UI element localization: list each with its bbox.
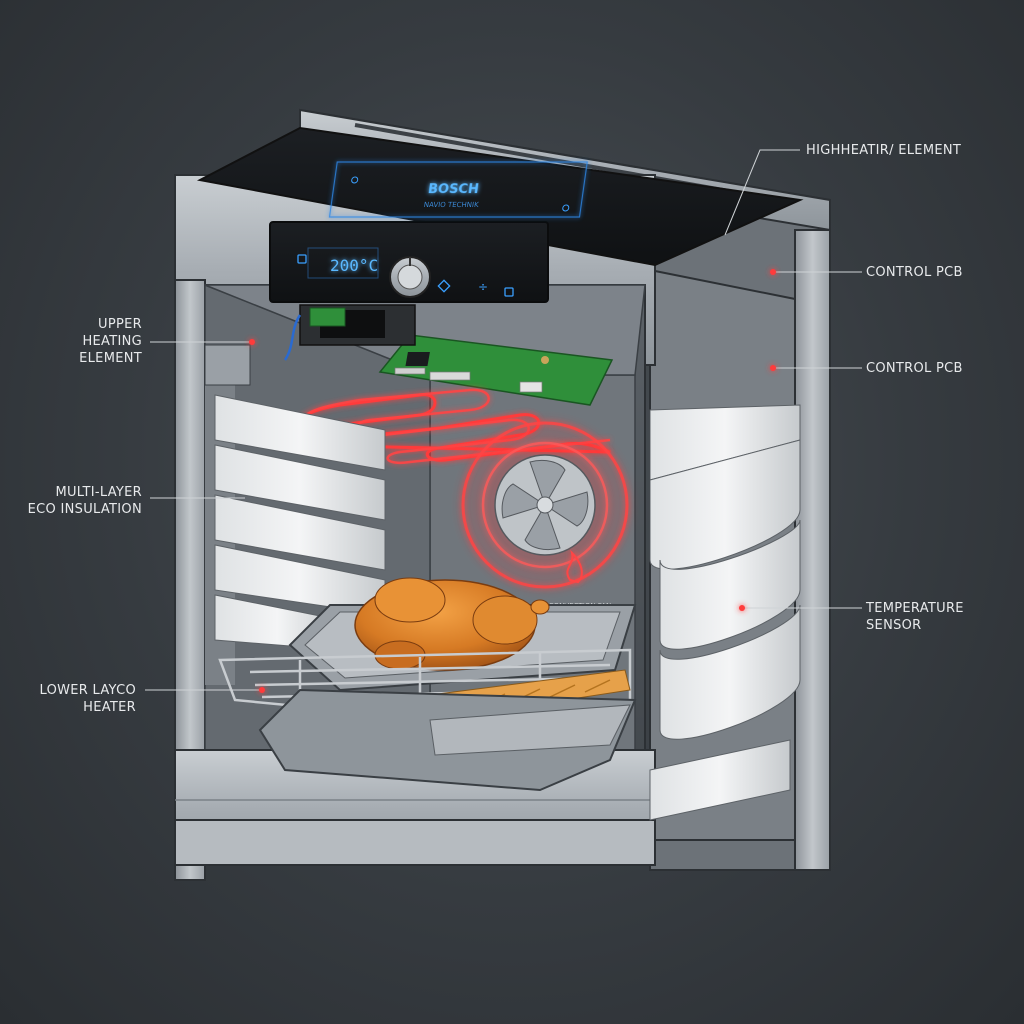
label-lower-heater: LOWER LAYCO HEATER <box>39 683 136 715</box>
light-icon <box>504 287 514 297</box>
power-icon <box>297 254 307 264</box>
convection-fan: CONVECTION FAN <box>450 410 640 610</box>
left-insulation <box>204 344 386 685</box>
label-upper-heating-element: UPPER HEATING ELEMENT <box>79 317 142 366</box>
control-pcb <box>283 304 614 406</box>
flame-icon <box>566 549 583 584</box>
right-insulation <box>649 404 801 821</box>
brand-logo: BOSCH <box>427 182 480 197</box>
label-multi-layer-insulation: MULTI-LAYER ECO INSULATION <box>27 485 142 517</box>
control-panel: ÷ 200°C <box>269 221 549 303</box>
drip-pan <box>258 688 637 792</box>
roast-chicken <box>354 577 550 671</box>
top-touch-display: BOSCH NAVIO TECHNIK <box>328 161 588 218</box>
fan-blades-icon <box>501 459 589 551</box>
temperature-display: 200°C <box>330 256 378 275</box>
mode-icon <box>437 279 451 293</box>
label-control-pcb-1: CONTROL PCB <box>866 265 963 280</box>
brand-subtitle: NAVIO TECHNIK <box>423 200 479 209</box>
label-control-pcb-2: CONTROL PCB <box>866 361 963 376</box>
label-temperature-sensor: TEMPERATURE SENSOR <box>866 601 964 633</box>
plus-minus-icon: ÷ <box>478 280 488 294</box>
callout-dots <box>249 269 776 693</box>
callout-lines <box>145 149 862 691</box>
label-high-heat-element: HIGHHEATIR/ ELEMENT <box>806 143 962 158</box>
